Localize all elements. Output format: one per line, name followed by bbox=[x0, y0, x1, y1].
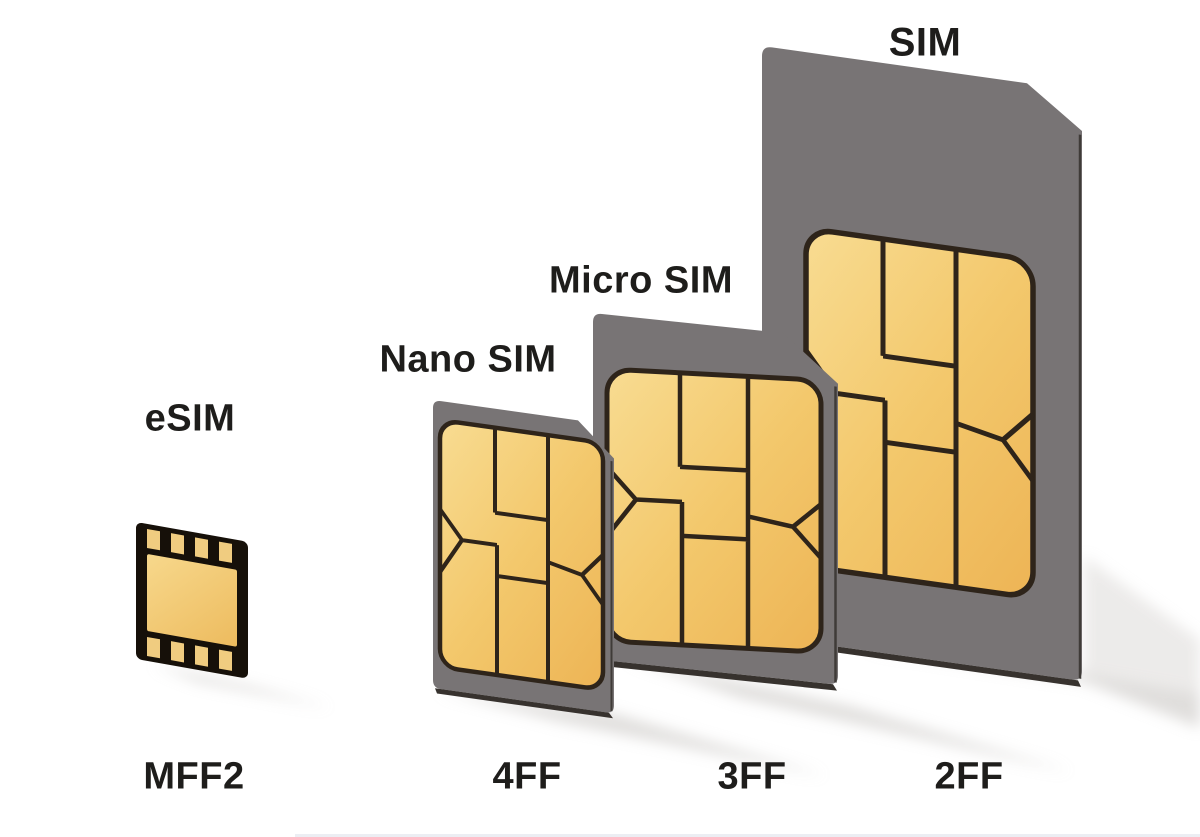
3ff-label: 3FF bbox=[717, 755, 787, 798]
2ff-label: 2FF bbox=[934, 755, 1004, 798]
esim-pin bbox=[171, 533, 184, 555]
floor-edge-line bbox=[295, 834, 1200, 837]
esim-label: eSIM bbox=[144, 397, 236, 440]
nano-sim-contact bbox=[437, 420, 606, 690]
esim-pin bbox=[195, 537, 208, 559]
nano-sim-label: Nano SIM bbox=[379, 338, 557, 381]
micro-sim-label: Micro SIM bbox=[549, 259, 733, 302]
micro-sim-shadow bbox=[622, 656, 1072, 772]
full-sim-contact bbox=[803, 228, 1036, 598]
nano-sim-bottom-edge bbox=[435, 688, 613, 719]
esim-chip bbox=[136, 522, 248, 678]
micro-sim-contact-plate bbox=[604, 367, 824, 654]
esim-pin bbox=[219, 541, 232, 563]
esim-chip-shadow bbox=[152, 664, 332, 708]
full-sim-wall-shadow bbox=[1084, 556, 1200, 728]
full-sim-contact-plate bbox=[803, 228, 1036, 598]
esim-chip-pins bbox=[147, 528, 232, 671]
esim-pin bbox=[147, 528, 160, 551]
micro-sim-bottom-edge bbox=[595, 659, 837, 691]
mff2-label: MFF2 bbox=[143, 755, 245, 798]
nano-sim-card bbox=[433, 400, 614, 719]
esim-pin bbox=[219, 649, 232, 671]
floor-shadows bbox=[152, 556, 1200, 776]
sim-label: SIM bbox=[888, 20, 962, 65]
4ff-label: 4FF bbox=[492, 755, 562, 798]
esim-pin bbox=[147, 636, 160, 659]
micro-sim-contact bbox=[604, 367, 824, 654]
esim-pin bbox=[171, 641, 184, 663]
nano-sim-contact-plate bbox=[437, 420, 606, 690]
micro-sim-contact-pads bbox=[605, 372, 823, 649]
full-sim-bottom-edge bbox=[764, 636, 1081, 687]
nano-sim-shadow bbox=[436, 690, 826, 776]
nano-sim-contact-pads bbox=[438, 427, 605, 683]
esim-pin bbox=[195, 645, 208, 667]
esim-chip-die bbox=[147, 554, 237, 647]
